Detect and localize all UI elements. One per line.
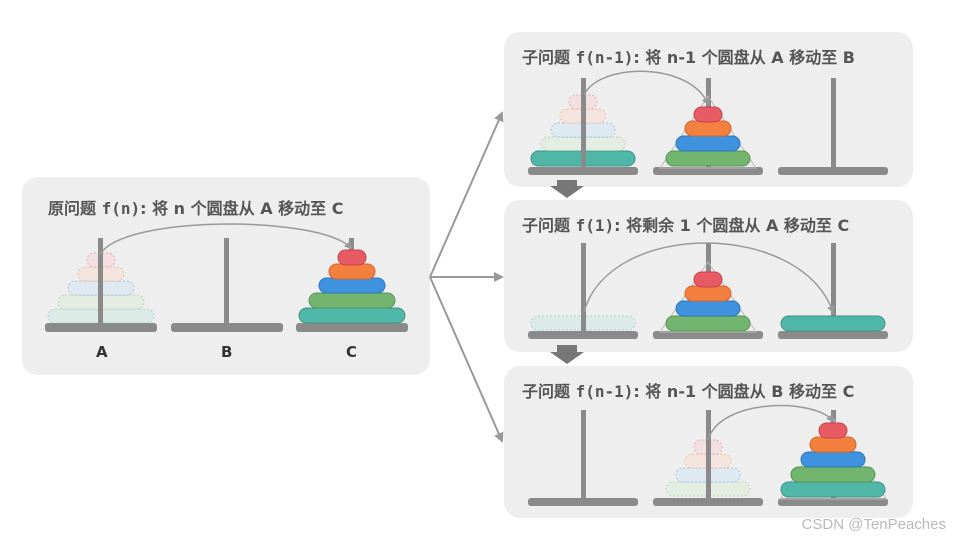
disk-5 (298, 307, 406, 324)
main-title-code: f(n) (101, 199, 141, 218)
peg-label-b: B (221, 343, 233, 361)
move-arc-a-to-c (99, 223, 353, 256)
disk-3 (318, 277, 386, 294)
branch-arrows (429, 111, 504, 443)
peg-base-a (45, 323, 157, 332)
disk-1 (337, 249, 367, 266)
peg-label-c: C (346, 343, 358, 361)
sub1-title-suffix: : 将 n-1 个圆盘从 A 移动至 B (633, 48, 855, 67)
sub2-title-code: f(1) (575, 216, 615, 235)
sub2-title-suffix: : 将剩余 1 个圆盘从 A 移动至 C (614, 216, 850, 235)
main-title-suffix: : 将 n 个圆盘从 A 移动至 C (140, 199, 344, 218)
sub2-title-prefix: 子问题 (522, 216, 571, 235)
main-scene (45, 223, 408, 332)
main-title-prefix: 原问题 (48, 199, 97, 218)
peg-label-a: A (96, 343, 108, 361)
subproblem-3-title: 子问题 f(n-1): 将 n-1 个圆盘从 B 移动至 C (522, 378, 854, 402)
subproblem-2-title: 子问题 f(1): 将剩余 1 个圆盘从 A 移动至 C (522, 212, 849, 236)
down-arrow-1 (550, 180, 584, 198)
sub1-title-code: f(n-1) (575, 48, 634, 67)
disks-c (298, 249, 406, 324)
subproblem-1-title: 子问题 f(n-1): 将 n-1 个圆盘从 A 移动至 B (522, 44, 855, 68)
sub3-title-prefix: 子问题 (522, 382, 571, 401)
watermark: CSDN @TenPeaches (801, 516, 946, 533)
arrow-to-subproblem-3 (429, 276, 504, 443)
arrow-to-subproblem-1 (429, 111, 504, 278)
peg-base-c (296, 323, 408, 332)
sub3-title-suffix: : 将 n-1 个圆盘从 B 移动至 C (633, 382, 855, 401)
down-arrow-2 (550, 345, 584, 364)
disk-4 (308, 292, 396, 309)
peg-b (224, 238, 229, 324)
disk-2 (328, 263, 376, 280)
main-problem-title: 原问题 f(n): 将 n 个圆盘从 A 移动至 C (48, 195, 343, 219)
sub1-title-prefix: 子问题 (522, 48, 571, 67)
sub3-title-code: f(n-1) (575, 382, 634, 401)
peg-a (98, 238, 103, 324)
subproblem-2-scene (528, 242, 888, 339)
subproblem-1-scene (528, 70, 888, 175)
peg-base-b (171, 323, 283, 332)
subproblem-3-scene (528, 404, 888, 506)
